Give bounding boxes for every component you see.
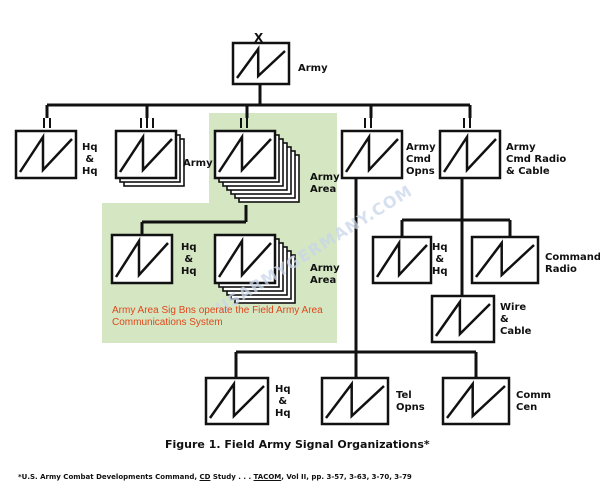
box-comm-cen (441, 376, 511, 426)
label-command-radio: Command Radio (545, 252, 600, 275)
box-hq-hq-2-bolt-icon (114, 236, 169, 279)
box-army-cmd-radio (438, 129, 502, 180)
box-army (231, 41, 291, 86)
footnote-tacom: TACOM (253, 473, 282, 481)
box-army-2-bolt-icon (118, 132, 173, 174)
label-comm-cen: Comm Cen (516, 390, 552, 413)
box-command-radio-bolt-icon (475, 239, 535, 278)
box-command-radio (470, 235, 540, 285)
box-army-area-bolt-icon (217, 132, 272, 174)
top-marker: X (254, 31, 264, 45)
box-army-2 (114, 129, 178, 180)
box-hq-hq-3 (371, 235, 433, 285)
box-tel-opns (320, 376, 390, 426)
label-hq-hq-3: Hq & Hq (432, 242, 448, 277)
figure-caption: Figure 1. Field Army Signal Organization… (165, 438, 430, 451)
box-hq-hq-4-bolt-icon (208, 380, 265, 420)
box-wire-cable (430, 294, 496, 344)
box-hq-hq-1-bolt-icon (18, 132, 73, 174)
label-hq-hq-2: Hq & Hq (181, 242, 197, 277)
box-army-cmd-radio-bolt-icon (442, 132, 497, 174)
label-army: Army (298, 63, 328, 74)
footnote: *U.S. Army Combat Developments Command, … (18, 473, 412, 481)
box-hq-hq-1 (14, 129, 78, 180)
box-hq-hq-4 (204, 376, 270, 426)
box-comm-cen-bolt-icon (446, 380, 506, 419)
box-wire-cable-bolt-icon (434, 298, 491, 338)
label-wire-cable: Wire & Cable (500, 302, 532, 337)
annotation-note: Army Area Sig Bns operate the Field Army… (112, 305, 323, 328)
label-hq-hq-1: Hq & Hq (82, 142, 98, 177)
box-tel-opns-bolt-icon (325, 380, 385, 419)
box-hq-hq-2 (110, 233, 174, 285)
label-hq-hq-4: Hq & Hq (275, 384, 291, 419)
box-army-cmd-opns (340, 129, 404, 180)
footnote-suffix: , Vol II, pp. 3-57, 3-63, 3-70, 3-79 (281, 473, 412, 481)
box-army-area-2-bolt-icon (217, 236, 272, 279)
footnote-prefix: *U.S. Army Combat Developments Command, (18, 473, 200, 481)
box-army-area (213, 129, 277, 180)
box-army-cmd-opns-bolt-icon (344, 132, 399, 174)
label-army-area-2: Army Area (310, 263, 340, 286)
label-army-2: Army (183, 158, 213, 169)
footnote-cd: CD (199, 473, 211, 481)
box-army-bolt-icon (235, 45, 286, 79)
box-hq-hq-3-bolt-icon (375, 238, 428, 279)
label-army-cmd-opns: Army Cmd Opns (406, 142, 436, 177)
label-army-area: Army Area (310, 172, 340, 195)
label-army-cmd-radio: Army Cmd Radio & Cable (506, 142, 567, 177)
box-army-area-2 (213, 233, 277, 285)
footnote-study: Study . . . (210, 473, 254, 481)
label-tel-opns: Tel Opns (396, 390, 425, 413)
